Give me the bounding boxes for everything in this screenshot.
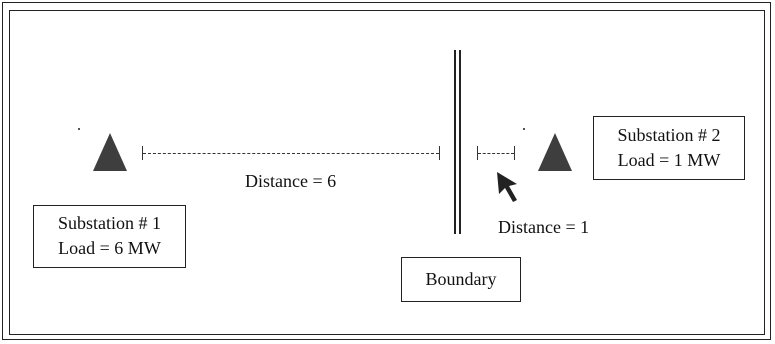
boundary-box: Boundary [401,257,521,302]
boundary-label: Boundary [425,269,497,289]
boundary-wall-right [459,50,461,234]
substation-2-marker-icon [538,133,572,171]
substation-1-marker-icon [93,133,127,171]
cursor-arrow-icon [497,172,517,202]
substation-1-name: Substation # 1 [57,213,161,233]
distance-1-line [478,153,514,154]
distance-6-end-tick [439,146,440,160]
distance-6-line [143,153,439,154]
diagram-inner-frame [9,10,765,335]
substation-2-box: Substation # 2 Load = 1 MW [593,116,745,180]
speck [523,128,525,130]
substation-2-load: Load = 1 MW [617,150,721,170]
substation-2-name: Substation # 2 [617,125,721,145]
distance-6-start-tick [142,146,143,160]
boundary-wall-left [454,50,456,234]
substation-1-box: Substation # 1 Load = 6 MW [33,205,186,268]
speck [78,128,80,130]
distance-1-start-tick [477,146,478,160]
distance-1-label: Distance = 1 [498,217,590,237]
diagram-outer-frame [2,2,771,340]
substation-1-load: Load = 6 MW [58,238,161,258]
distance-6-label: Distance = 6 [245,171,337,191]
distance-1-end-tick [514,146,515,160]
